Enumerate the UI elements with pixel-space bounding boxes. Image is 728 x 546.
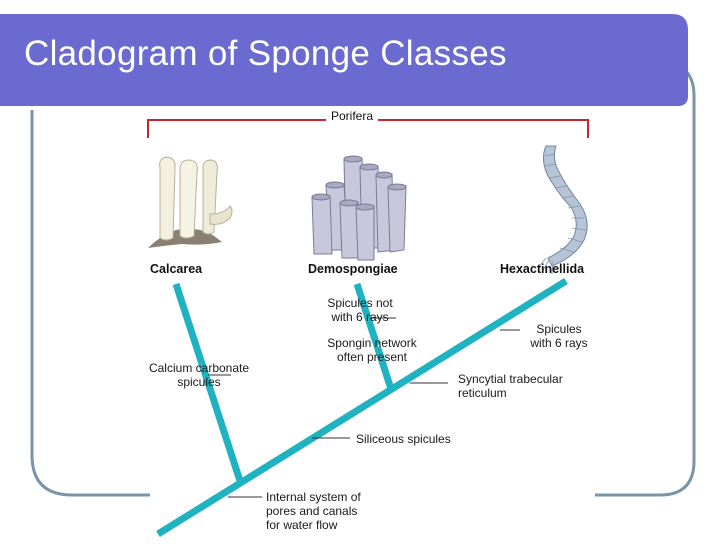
calcarea-sponge-illustration (148, 156, 233, 248)
label-internal-system: Internal system of pores and canals for … (266, 490, 361, 532)
slide-title: Cladogram of Sponge Classes (24, 34, 507, 73)
main-branch (156, 278, 568, 537)
demospongiae-branch (353, 282, 396, 394)
label-siliceous-spicules: Siliceous spicules (356, 432, 451, 446)
label-spicules-not-6-rays: Spicules not with 6 rays (327, 296, 393, 324)
cladogram-branches (156, 278, 568, 537)
hexactinellida-illustration (537, 145, 588, 275)
porifera-label: Porifera (326, 109, 379, 123)
label-spongin-network: Spongin network often present (327, 336, 417, 364)
taxon-calcarea: Calcarea (150, 262, 203, 276)
taxon-hexactinellida: Hexactinellida (500, 262, 585, 276)
demospongiae-illustration (311, 155, 407, 261)
label-spicules-6-rays: Spicules with 6 rays (530, 322, 588, 350)
label-calcium-carbonate: Calcium carbonate spicules (148, 361, 250, 389)
leader-lines (208, 317, 520, 498)
frame-border (30, 60, 696, 497)
title-bar (0, 14, 688, 106)
calcarea-branch (172, 282, 245, 486)
taxon-demospongiae: Demospongiae (308, 262, 398, 276)
label-syncytial-reticulum: Syncytial trabecular reticulum (458, 372, 563, 400)
character-ticks (219, 315, 524, 373)
